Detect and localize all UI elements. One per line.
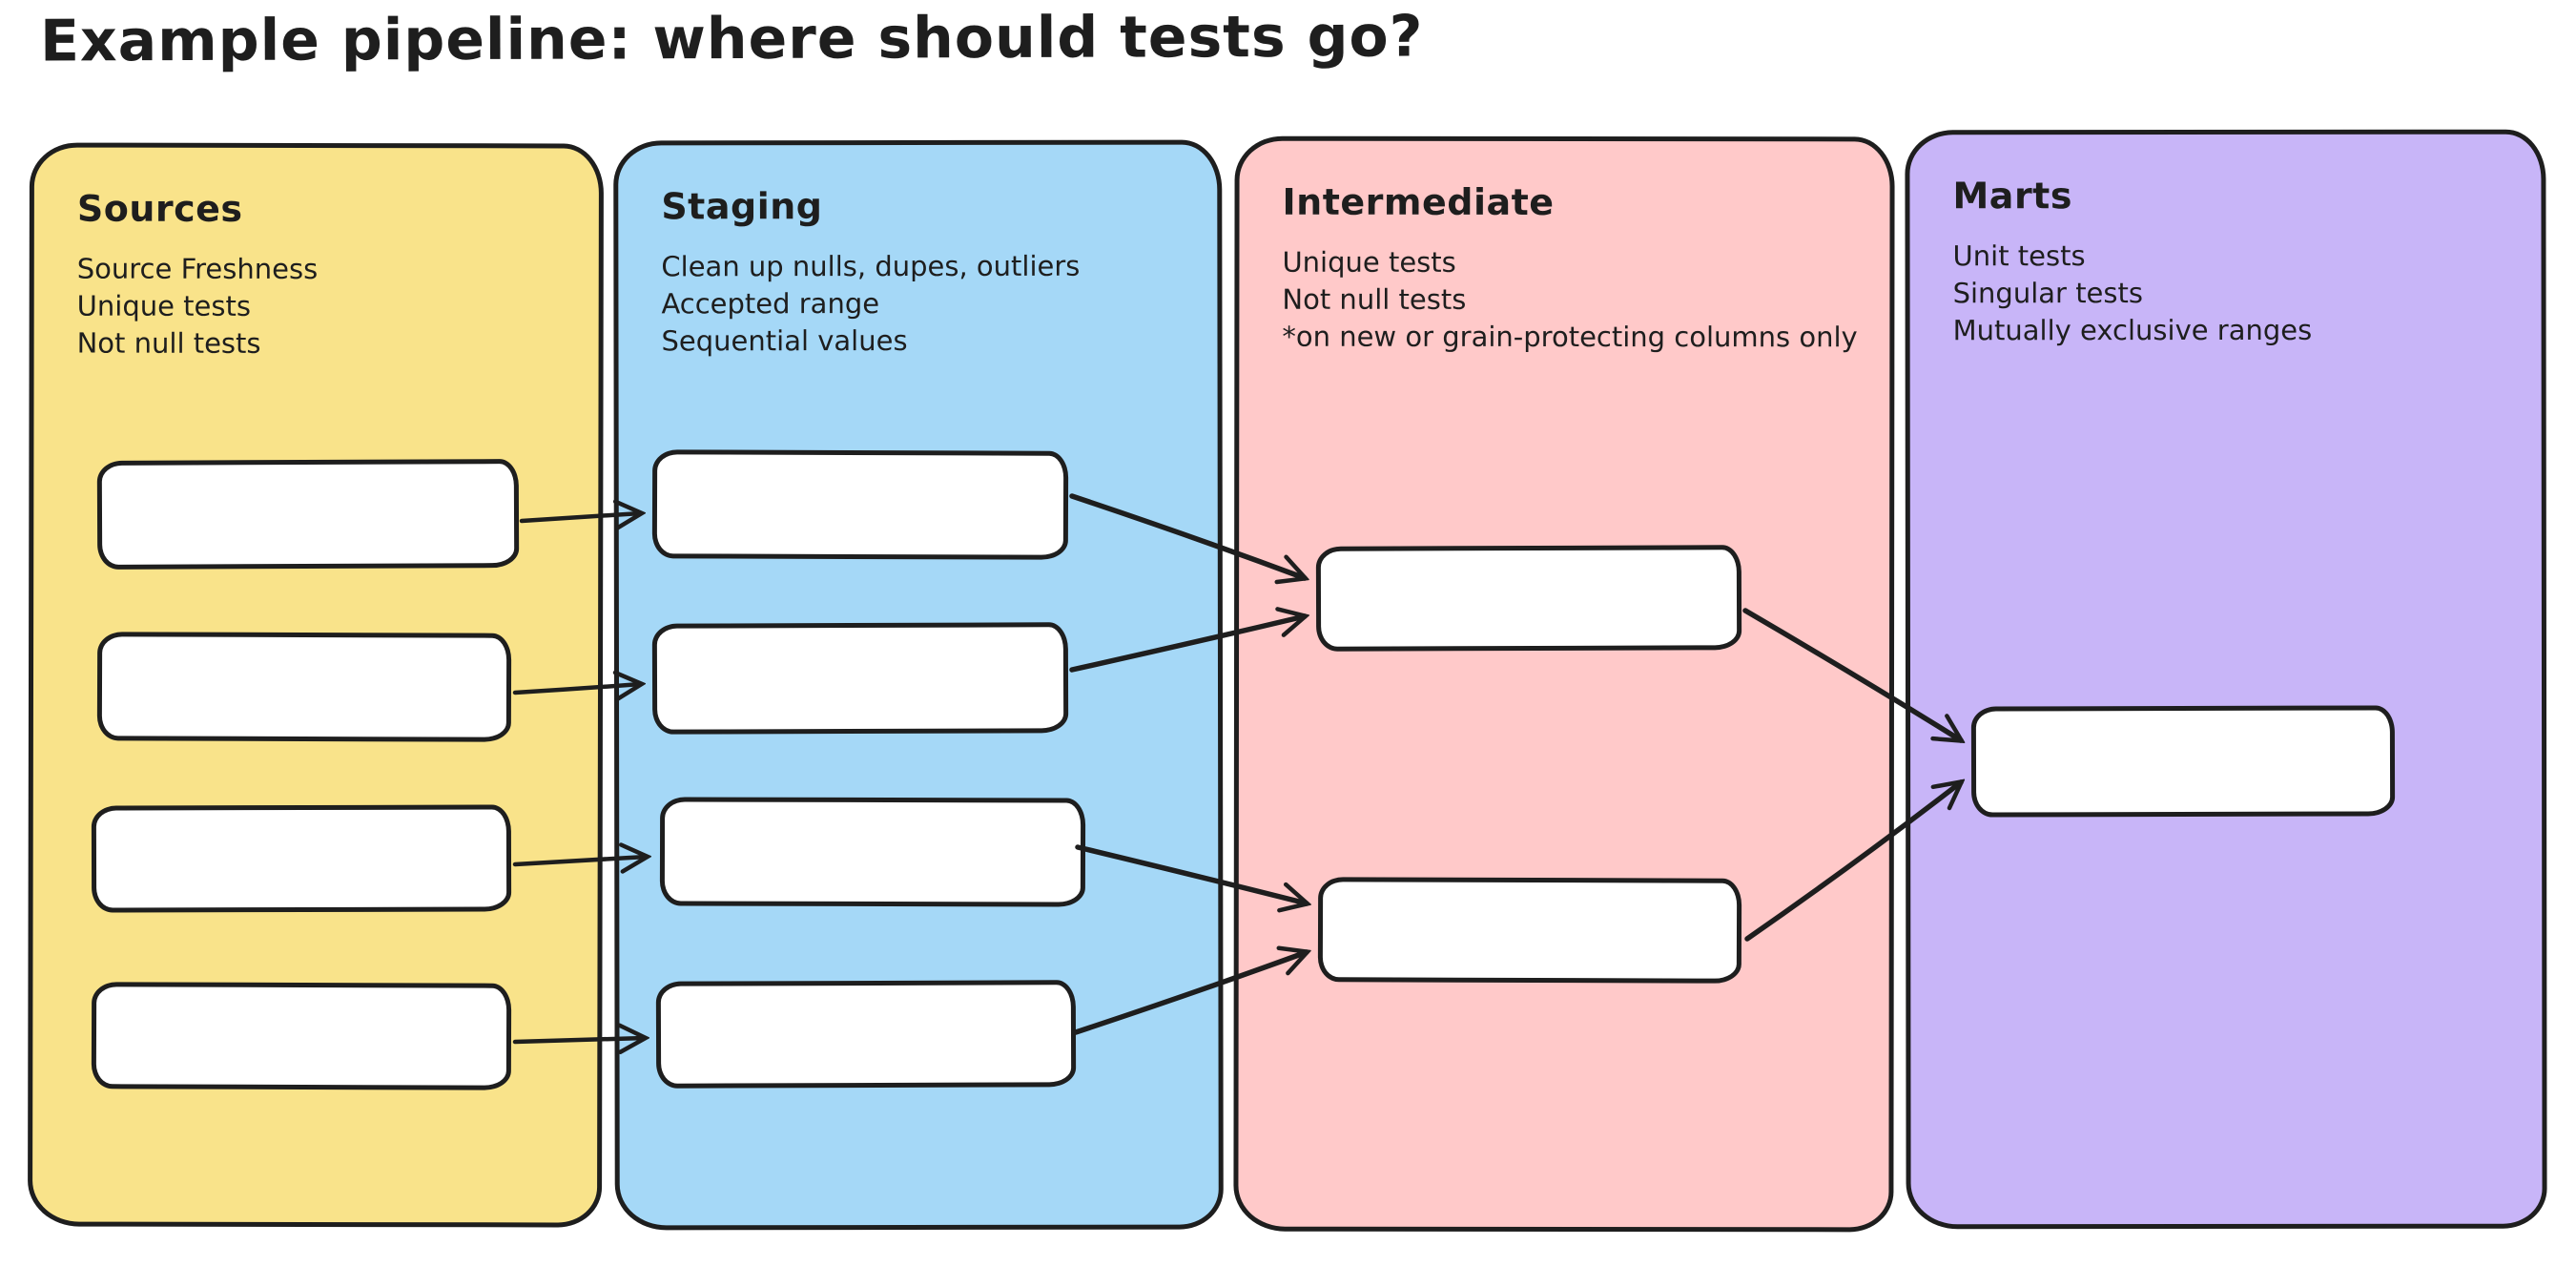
column-staging-notes: Clean up nulls, dupes, outliers Accepted…: [618, 248, 1217, 361]
note-line: Singular tests: [1952, 277, 2143, 310]
note-line: Unique tests: [76, 289, 252, 322]
column-intermediate: Intermediate Unique tests Not null tests…: [1233, 135, 1895, 1233]
sources-node-1: [96, 459, 520, 570]
note-line: Clean up nulls, dupes, outliers: [661, 249, 1081, 283]
column-marts-title: Marts: [1952, 175, 2072, 218]
column-intermediate-notes: Unique tests Not null tests *on new or g…: [1239, 244, 1889, 357]
marts-node-1: [1970, 705, 2396, 818]
note-line: Mutually exclusive ranges: [1952, 313, 2313, 347]
column-staging-title: Staging: [661, 185, 823, 228]
staging-node-2: [651, 622, 1069, 735]
column-sources-notes: Source Freshness Unique tests Not null t…: [34, 250, 599, 363]
note-line: Not null tests: [76, 326, 261, 360]
sources-node-3: [91, 804, 512, 913]
note-line: Sequential values: [661, 324, 908, 358]
note-line: Not null tests: [1282, 282, 1467, 316]
page-title: Example pipeline: where should tests go?: [39, 3, 1424, 75]
column-marts: Marts Unit tests Singular tests Mutually…: [1905, 129, 2547, 1230]
staging-node-4: [655, 980, 1077, 1089]
column-sources-title: Sources: [76, 187, 243, 230]
intermediate-node-1: [1315, 545, 1742, 652]
note-line: *on new or grain-protecting columns only: [1282, 320, 1858, 354]
column-marts-notes: Unit tests Singular tests Mutually exclu…: [1910, 238, 2542, 350]
note-line: Accepted range: [661, 287, 880, 321]
staging-node-1: [651, 449, 1069, 560]
staging-node-3: [659, 797, 1086, 907]
intermediate-node-2: [1317, 877, 1742, 984]
sources-node-4: [91, 982, 512, 1090]
note-line: Source Freshness: [76, 252, 319, 286]
sources-node-2: [96, 632, 512, 742]
note-line: Unique tests: [1282, 245, 1456, 279]
column-intermediate-title: Intermediate: [1282, 180, 1555, 223]
note-line: Unit tests: [1952, 239, 2086, 273]
